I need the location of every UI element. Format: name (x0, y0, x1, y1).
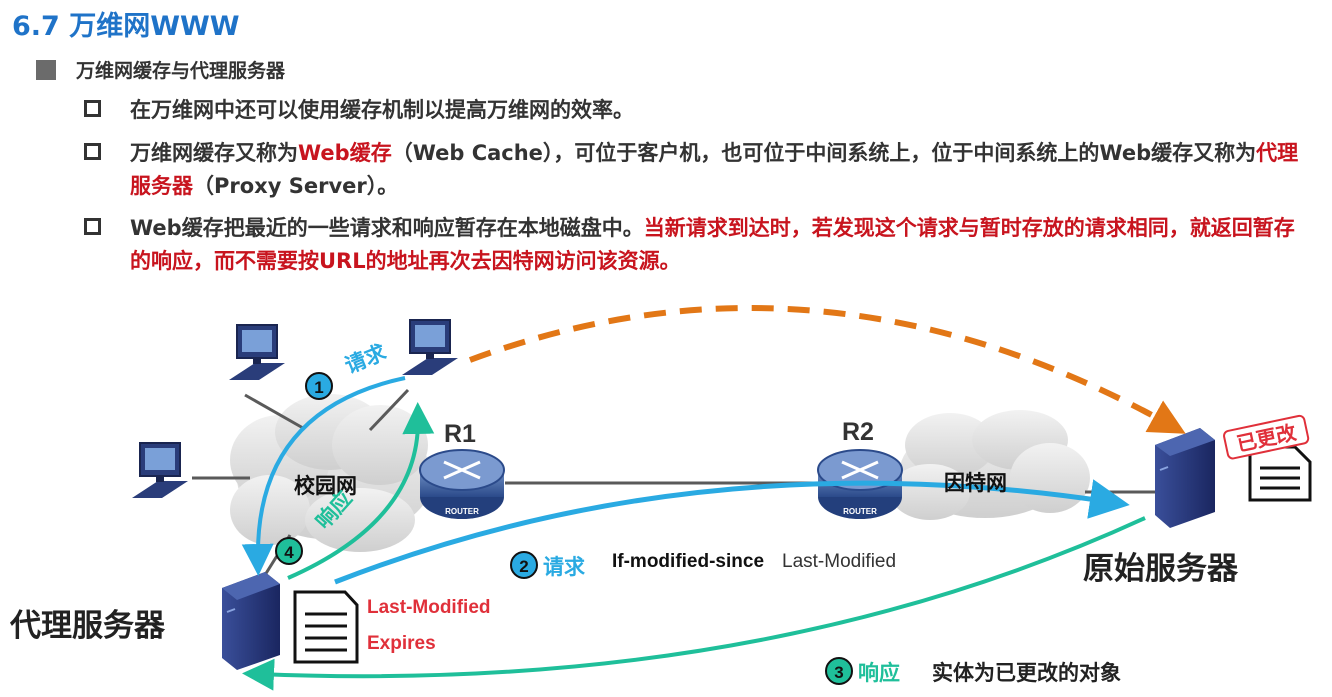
campus-network-label: 校园网 (294, 474, 357, 498)
pc-icon (402, 319, 458, 375)
document-icon (293, 590, 359, 664)
bullet-text-highlight: 当新请求到达时，若发现这个请求与暂时存放的请求相同，就返回暂存的响应，而不需要按… (130, 216, 1295, 273)
step3-response-arrow (242, 516, 1146, 691)
bullet-text-part: 万维网缓存又称为 (130, 141, 298, 165)
proxy-server-label: 代理服务器 (10, 608, 165, 644)
router-r2-label: R2 (842, 418, 874, 446)
bullet-text-highlight: 代理服务器 (130, 141, 1299, 198)
router-r1-text: ROUTER (445, 507, 479, 516)
step3-label: 响应 (858, 661, 900, 685)
internet-label: 因特网 (944, 471, 1007, 495)
step1-number: 1 (314, 378, 323, 397)
step3-description: 实体为已更改的对象 (932, 661, 1121, 685)
router-r2-text: ROUTER (843, 507, 877, 516)
proxy-doc-expires: Expires (367, 633, 436, 654)
step2-label: 请求 (543, 555, 585, 579)
step2-header-value: Last-Modified (782, 551, 897, 572)
step4-number: 4 (284, 543, 294, 562)
bullet-text-highlight: Web缓存 (298, 141, 392, 165)
bullet-item-2: 万维网缓存又称为Web缓存（Web Cache），可位于客户机，也可位于中间系统… (84, 137, 1314, 203)
bullet-text-part: （Proxy Server）。 (193, 174, 399, 198)
bullet-square-icon (36, 60, 56, 80)
step2-number: 2 (519, 557, 528, 576)
origin-server-icon (1155, 428, 1215, 528)
bullet-item-3: Web缓存把最近的一些请求和响应暂存在本地磁盘中。当新请求到达时，若发现这个请求… (84, 212, 1314, 278)
bullet-text: Web缓存把最近的一些请求和响应暂存在本地磁盘中。当新请求到达时，若发现这个请求… (130, 212, 1314, 278)
step1-request-arrow (241, 376, 406, 576)
router-r1-icon: ROUTER (419, 449, 505, 519)
step2-header-field: If-modified-since (612, 551, 765, 572)
pc-icon (132, 442, 188, 498)
step3-badge: 3 (825, 657, 853, 685)
step3-number: 3 (834, 663, 843, 682)
document-icon (1248, 445, 1312, 502)
checkbox-bullet-icon (84, 218, 101, 235)
bullet-text-part: （Web Cache），可位于客户机，也可位于中间系统上，位于中间系统上的Web… (391, 141, 1257, 165)
step2-badge: 2 (510, 551, 538, 579)
step4-response-arrow (287, 402, 435, 580)
pc-icon (229, 324, 285, 380)
origin-server-label: 原始服务器 (1083, 551, 1238, 587)
internet-cloud (890, 410, 1090, 520)
step4-badge: 4 (275, 537, 303, 565)
proxy-server-icon (222, 572, 280, 670)
bullet-text: 在万维网中还可以使用缓存机制以提高万维网的效率。 (130, 94, 1314, 127)
bullet-text-part: 在万维网中还可以使用缓存机制以提高万维网的效率。 (130, 98, 634, 122)
checkbox-bullet-icon (84, 143, 101, 160)
page-title: 6.7 万维网WWW (12, 11, 240, 42)
bullet-item-1: 在万维网中还可以使用缓存机制以提高万维网的效率。 (84, 94, 1314, 127)
proxy-doc-last-modified: Last-Modified (367, 597, 491, 618)
bullet-text-part: Web缓存把最近的一些请求和响应暂存在本地磁盘中。 (130, 216, 644, 240)
bullet-text: 万维网缓存又称为Web缓存（Web Cache），可位于客户机，也可位于中间系统… (130, 137, 1314, 203)
step2-request-arrow (334, 479, 1130, 585)
dashed-request-arrow (468, 305, 1186, 434)
section-heading-text: 万维网缓存与代理服务器 (76, 60, 286, 82)
checkbox-bullet-icon (84, 100, 101, 117)
router-r1-label: R1 (444, 420, 476, 448)
step1-badge: 1 (305, 372, 333, 400)
section-heading: 万维网缓存与代理服务器 (36, 56, 285, 83)
